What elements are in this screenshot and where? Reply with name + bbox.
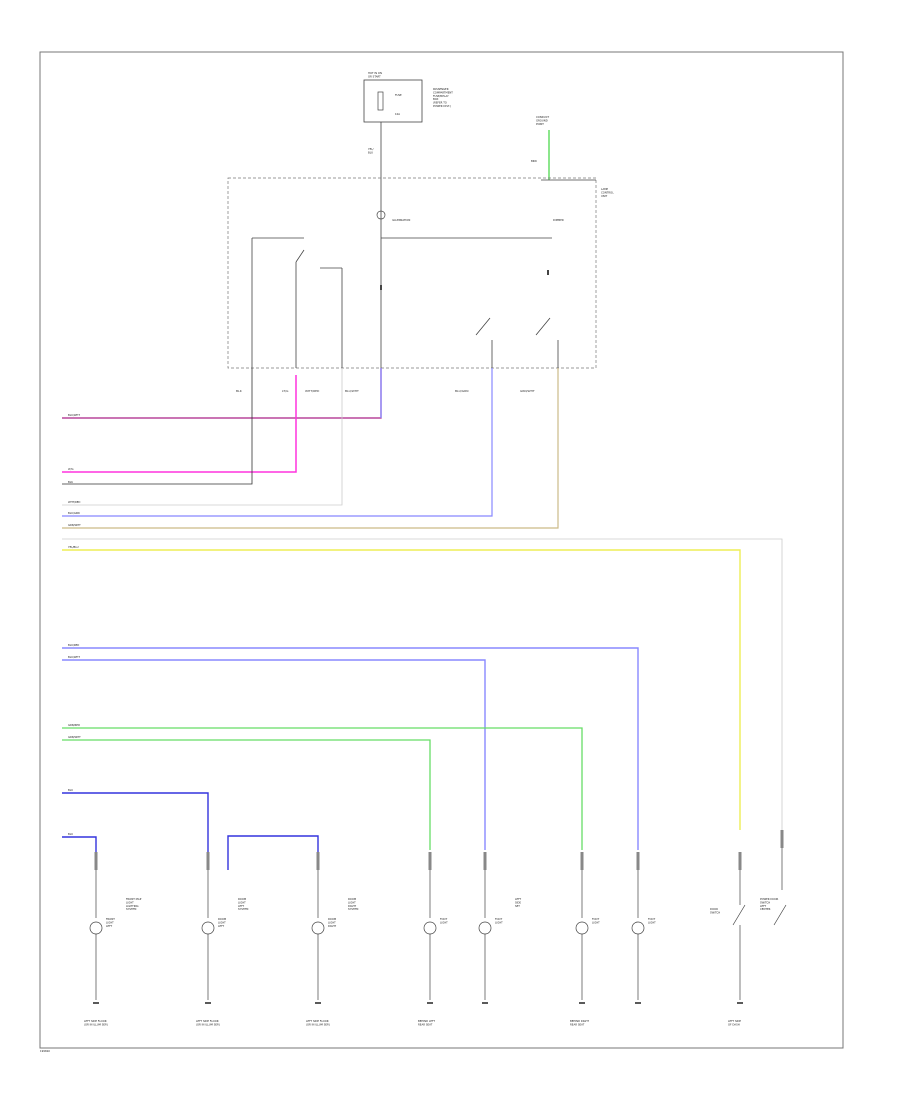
svg-text:WHT/RED: WHT/RED (305, 389, 320, 393)
diagram-frame (39, 51, 844, 1049)
ground-label: LEFT SIDE FLOOR(OR IN ILLUM SEP.) (306, 1019, 330, 1026)
svg-text:ILLUMINATION: ILLUMINATION (392, 218, 410, 222)
connector-icon (94, 852, 98, 870)
connector-icon (428, 852, 432, 870)
footer-code: 1996S0 (40, 1049, 50, 1053)
switch-icon (295, 249, 305, 263)
svg-text:BLU/RED: BLU/RED (68, 643, 79, 647)
ground-label: LEFT SIDE FLOOR(OR IN ILLUM SEP.) (84, 1019, 108, 1026)
svg-text:LT/G: LT/G (282, 389, 289, 393)
svg-text:BLU/WHT: BLU/WHT (68, 655, 80, 659)
connector-icon (636, 852, 640, 870)
svg-text:GRN/WHT: GRN/WHT (68, 523, 81, 527)
fuse-line1: FUSE (395, 93, 402, 97)
svg-text:BLU: BLU (68, 832, 73, 836)
bulb-icon (478, 921, 492, 935)
svg-text:GRN/RED: GRN/RED (68, 723, 80, 727)
harness-labels: BLU/WHT LT/G BLK WHT/RED BLU/GRN GRN/WHT… (68, 413, 81, 836)
harness-wires (62, 368, 783, 870)
svg-text:BLU/WHT: BLU/WHT (345, 389, 359, 393)
connector-icon (580, 852, 584, 870)
svg-text:BLU/GRN: BLU/GRN (68, 511, 80, 515)
connector-icon (483, 852, 487, 870)
svg-text:GRN/WHT: GRN/WHT (68, 735, 81, 739)
fuse-line2: 10A (395, 112, 400, 116)
fuse-icon (377, 91, 384, 111)
svg-text:YEL/BLU: YEL/BLU (368, 147, 374, 154)
switch-icon (475, 317, 491, 336)
svg-text:BLK: BLK (236, 389, 243, 393)
svg-text:BLK: BLK (68, 480, 73, 484)
illumination-bulb-icon (376, 210, 386, 220)
ground-label: LEFT SIDE FLOOR(OR IN ILLUM SEP.) (196, 1019, 220, 1026)
svg-text:GRN/WHT: GRN/WHT (520, 389, 535, 393)
bulb-icon (631, 921, 645, 935)
bulb-icon (575, 921, 589, 935)
bulb-icon (89, 921, 103, 935)
svg-text:WHT/RED: WHT/RED (68, 500, 80, 504)
bulb-icon (201, 921, 215, 935)
svg-text:BLU: BLU (68, 788, 73, 792)
svg-text:BRN: BRN (531, 159, 537, 163)
connector-icon (316, 852, 320, 870)
svg-text:BLU/WHT: BLU/WHT (68, 413, 80, 417)
switch-icon (732, 904, 746, 926)
bulb-icon (423, 921, 437, 935)
svg-text:DIMMER: DIMMER (553, 218, 564, 222)
connector-icon (206, 852, 210, 870)
svg-text:YEL/BLU: YEL/BLU (68, 545, 79, 549)
connector-icon (780, 830, 784, 848)
switch-icon (773, 904, 787, 926)
switch-icon (535, 317, 551, 336)
svg-text:BLU/GRN: BLU/GRN (455, 389, 468, 393)
connector-icon (738, 852, 742, 870)
bulb-icon (311, 921, 325, 935)
svg-text:LT/G: LT/G (68, 467, 74, 471)
